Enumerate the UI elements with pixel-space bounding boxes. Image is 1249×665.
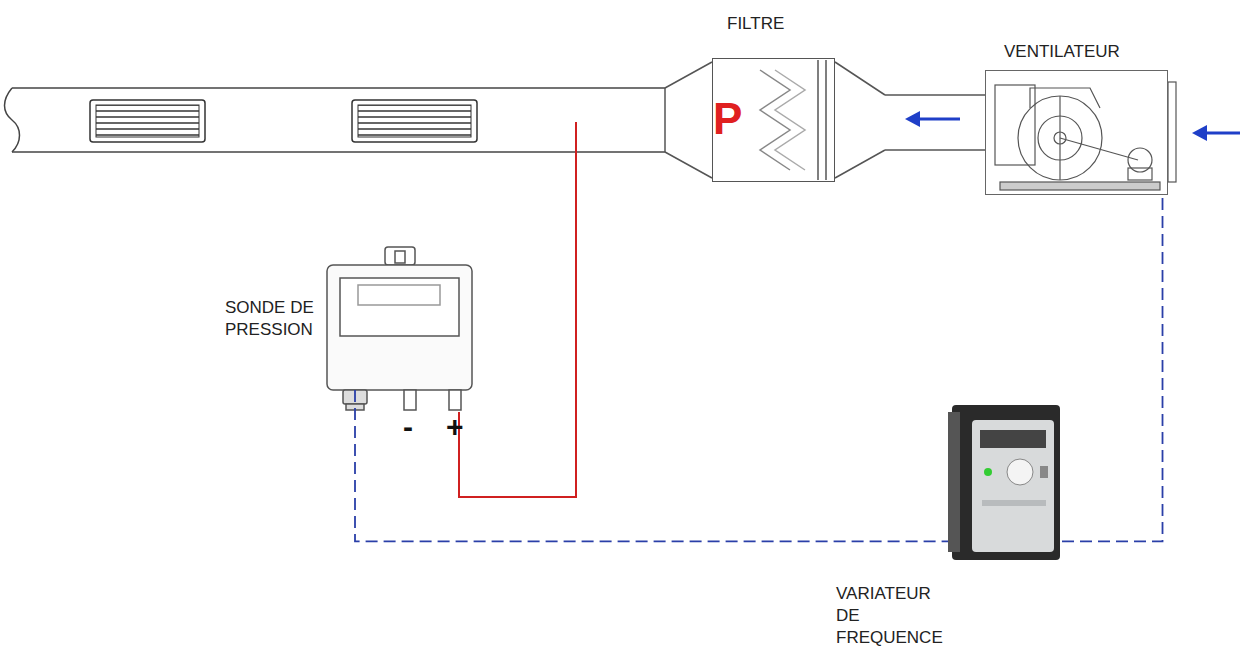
device-label: VARIATEUR DE FREQUENCE bbox=[836, 583, 944, 649]
flow-arrow bbox=[905, 111, 1240, 141]
pressure-probe bbox=[327, 247, 472, 410]
filter-mark: P bbox=[713, 95, 742, 143]
device-box: FILTREP bbox=[712, 58, 835, 182]
fan-unit bbox=[995, 82, 1176, 190]
terminal-sign: + bbox=[446, 412, 464, 442]
signal-wire bbox=[1062, 195, 1163, 541]
device-box: SONDE DE PRESSION bbox=[327, 265, 472, 390]
duct bbox=[5, 88, 666, 152]
pressure-tube bbox=[459, 122, 576, 497]
frequency-inverter bbox=[948, 405, 1060, 560]
device-label: FILTRE bbox=[727, 13, 784, 35]
device-label: SONDE DE PRESSION bbox=[225, 297, 321, 341]
grille bbox=[90, 100, 477, 142]
device-label: VENTILATEUR bbox=[1004, 41, 1120, 63]
device-box: VENTILATEUR bbox=[985, 70, 1168, 195]
device-box: VARIATEUR DE FREQUENCE bbox=[948, 405, 1062, 560]
filter-housing bbox=[665, 60, 985, 180]
signal-wire bbox=[355, 390, 948, 541]
terminal-sign: - bbox=[403, 412, 413, 442]
